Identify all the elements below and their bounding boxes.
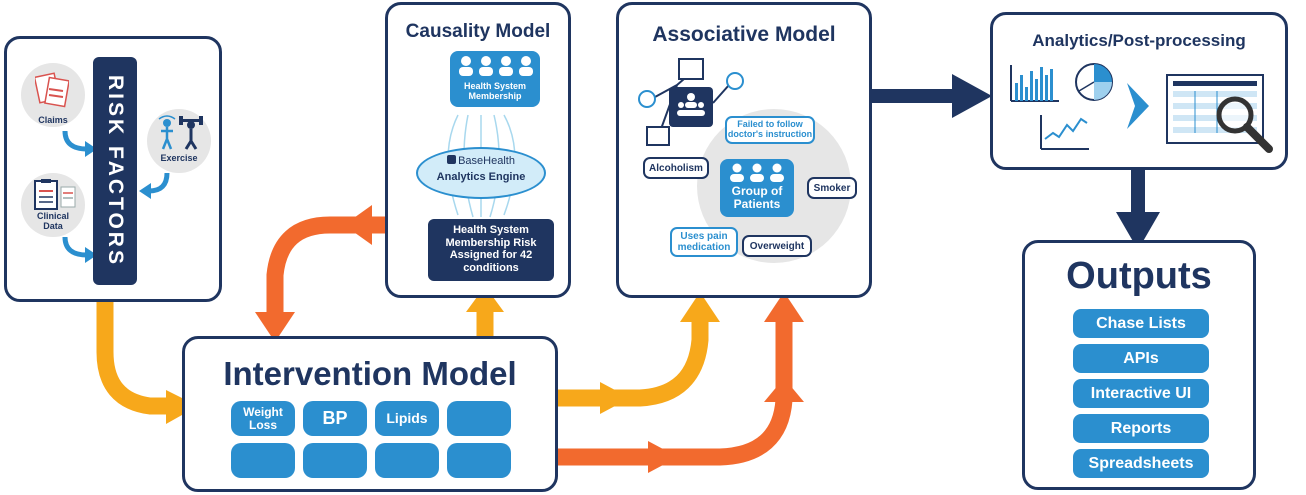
arrowhead-intervention-to-causality [466,286,504,312]
clinical-data-label: Clinical Data [36,211,69,231]
intervention-lipids: Lipids [375,401,439,436]
arrowhead-yellow-up [680,292,720,322]
arrowhead-orange-mid [648,441,678,473]
exercise-icon [153,115,205,151]
outputs-title: Outputs [1066,255,1212,297]
report-magnifier-icon [1165,73,1277,153]
output-reports: Reports [1073,414,1209,443]
output-apis: APIs [1073,344,1209,373]
patients-icon [725,163,789,183]
arrowhead-yellow-mid [600,382,630,414]
arrowhead-analytics-to-outputs [1116,212,1160,250]
basehealth-brand-text: BaseHealth [458,155,515,167]
tag-failed-instructions: Failed to follow doctor's instruction [725,116,815,144]
membership-label: Health System Membership [463,81,527,101]
arrowhead-orange-up-2 [764,378,804,402]
tag-alcoholism: Alcoholism [643,157,709,179]
intervention-slot-7 [375,443,439,478]
intervention-bp: BP [303,401,367,436]
basehealth-logo-icon [447,155,457,164]
arrowhead-causality-to-intervention-a [344,205,372,245]
arrow-risk-to-intervention [96,293,187,415]
clinical-arrow-icon [61,235,101,265]
arrow-causality-to-intervention [266,216,386,315]
claims-icon [35,71,69,111]
group-of-patients-label: Group of Patients [731,184,783,212]
analytics-engine-label: Analytics Engine [436,171,526,183]
output-spreadsheets: Spreadsheets [1073,449,1209,478]
output-interactive-ui: Interactive UI [1073,379,1209,408]
outputs-panel: Outputs Chase Lists APIs Interactive UI … [1022,240,1256,490]
arrow-intervention-to-associative-yellow [557,318,709,407]
bar-chart-icon [1009,61,1061,103]
intervention-slot-5 [231,443,295,478]
clinical-data-icon [31,179,77,213]
claims-label: Claims [38,115,68,125]
intervention-title: Intervention Model [223,355,517,392]
causality-title: Causality Model [405,21,551,42]
pie-chart-icon [1073,61,1115,103]
output-chase-lists: Chase Lists [1073,309,1209,338]
arrowhead-causality-to-intervention-b [255,312,295,342]
line-chart-icon [1039,111,1091,151]
intervention-model-panel: Intervention Model Weight Loss BP Lipids [182,336,558,492]
associative-model-panel: Associative Model Group of Patients Fail… [616,2,872,298]
risk-factors-banner [93,57,137,285]
risk-factors-panel: Claims Exercise Clinical Data RISK FACTO… [4,36,222,302]
people-group-icon [456,55,536,77]
tag-smoker: Smoker [807,177,857,199]
risk-factors-title: RISK FACTORS [104,75,127,267]
intervention-slot-6 [303,443,367,478]
associative-title: Associative Model [652,23,836,46]
membership-risk-label: Health System Membership Risk Assigned f… [445,224,537,274]
arrowhead-orange-up-1 [764,292,804,322]
analytics-engine-ellipse [416,147,546,199]
chevron-right-icon [1125,81,1151,131]
tag-pain-medication: Uses pain medication [670,227,738,257]
tag-overweight: Overweight [742,235,812,257]
exercise-label: Exercise [160,153,198,163]
causality-model-panel: Causality Model Health System Membership… [385,2,571,298]
arrowhead-associative-to-analytics [952,74,992,118]
exercise-arrow-icon [135,171,175,201]
arrow-intervention-to-associative-orange [557,318,793,466]
analytics-panel: Analytics/Post-processing [990,12,1288,170]
claims-arrow-icon [61,129,101,159]
membership-risk-card [428,219,554,281]
analytics-title: Analytics/Post-processing [1032,31,1246,50]
network-diagram-icon [638,58,744,146]
intervention-slot-8 [447,443,511,478]
intervention-slot-4 [447,401,511,436]
basehealth-brand: BaseHealth [418,155,544,167]
intervention-weight-loss: Weight Loss [231,401,295,436]
